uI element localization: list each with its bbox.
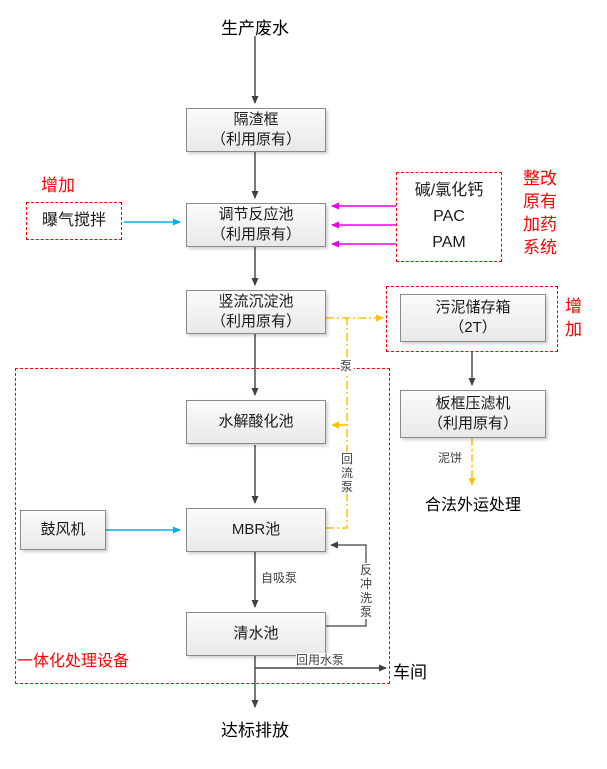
mud-cake-label: 泥饼	[438, 451, 463, 465]
hydrolysis-tank-title: 水解酸化池	[218, 413, 294, 430]
filter-press-title: 板框压滤机	[435, 395, 511, 412]
grate-box-note: （利用原有）	[210, 131, 301, 148]
discharge-label: 达标排放	[221, 721, 289, 740]
integrated-equipment-dashed-box	[15, 368, 390, 684]
regulating-tank-note: （利用原有）	[210, 226, 301, 243]
sludge-riser-from-mbr	[326, 318, 348, 529]
grate-box-title: 隔渣框	[233, 111, 279, 128]
self-priming-pump-label: 自吸泵	[261, 571, 298, 585]
aeration-mixer-label: 曝气搅拌	[41, 212, 106, 229]
hydrolysis-tank-box: 水解酸化池	[186, 400, 326, 444]
lift-pump-label: 泵	[340, 359, 354, 373]
sludge-tank-note: （2T）	[449, 319, 497, 336]
dosing-chemical-line1: 碱/氯化钙	[414, 182, 484, 199]
sedimentation-tank-title: 竖流沉淀池	[218, 293, 294, 310]
dosing-chemical-line3: PAM	[432, 234, 466, 251]
filter-press-box: 板框压滤机 （利用原有）	[400, 390, 546, 438]
sludge-tank-title: 污泥储存箱	[435, 299, 511, 316]
dosing-chemical-line2: PAC	[433, 208, 465, 225]
add-sludge-annotation: 增加	[565, 297, 582, 339]
clean-water-tank-title: 清水池	[233, 625, 279, 642]
sedimentation-tank-note: （利用原有）	[210, 313, 301, 330]
backwash-pump-label: 反冲洗泵	[359, 563, 373, 619]
integrated-equipment-annotation: 一体化处理设备	[17, 653, 130, 670]
sedimentation-tank-box: 竖流沉淀池 （利用原有）	[186, 290, 326, 334]
mbr-tank-box: MBR池	[186, 508, 326, 552]
regulating-tank-box: 调节反应池 （利用原有）	[186, 203, 326, 247]
sludge-tank-box: 污泥储存箱 （2T）	[400, 294, 546, 342]
mbr-tank-title: MBR池	[231, 521, 281, 538]
aeration-mixer-dashed-box: 曝气搅拌	[26, 202, 122, 240]
clean-water-tank-box: 清水池	[186, 612, 326, 656]
blower-box: 鼓风机	[20, 510, 106, 550]
blower-title: 鼓风机	[40, 521, 86, 538]
grate-box: 隔渣框 （利用原有）	[186, 108, 326, 152]
offsite-disposal-label: 合法外运处理	[424, 497, 521, 514]
reuse-pump-label: 回用水泵	[296, 653, 345, 667]
dosing-system-annotation: 整改原有加药系统	[523, 169, 557, 257]
regulating-tank-title: 调节反应池	[218, 206, 294, 223]
add-aeration-annotation: 增加	[41, 176, 75, 195]
dosing-chemicals-dashed-box: 碱/氯化钙 PAC PAM	[396, 172, 502, 262]
source-label: 生产废水	[221, 19, 289, 38]
reflux-pump-label: 回流泵	[340, 452, 354, 494]
workshop-label: 车间	[393, 663, 427, 682]
filter-press-note: （利用原有）	[427, 415, 518, 432]
sludge-tank-dashed-box	[386, 286, 558, 352]
